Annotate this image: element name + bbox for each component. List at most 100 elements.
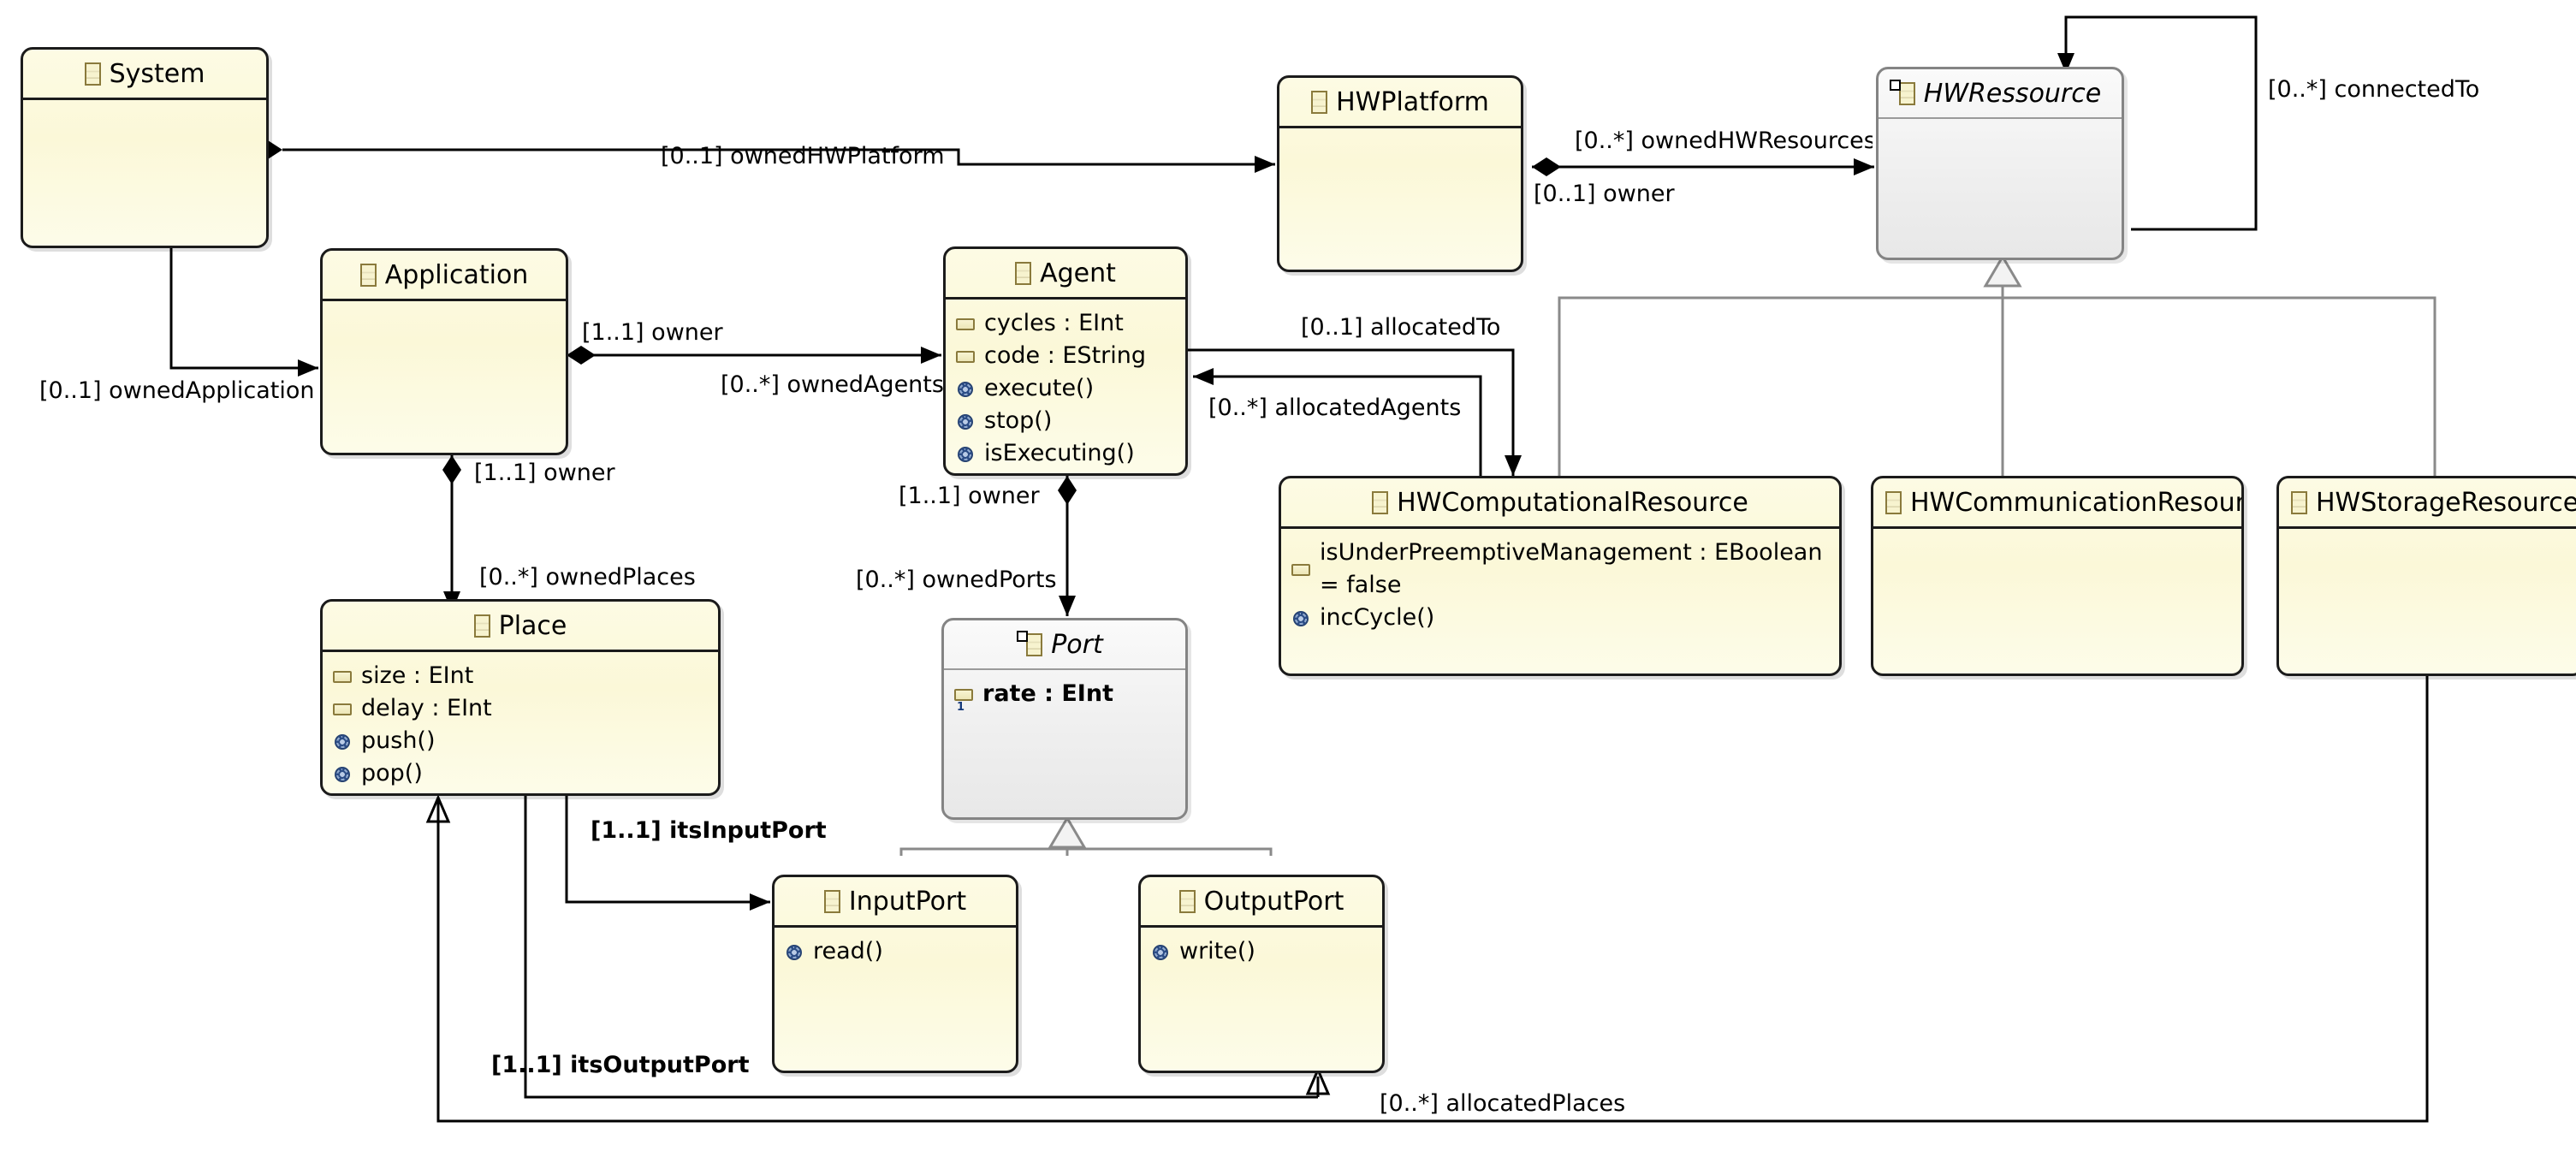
edge-owned-hw-resources — [1532, 157, 1874, 176]
class-box-hwcomputationalresource[interactable]: HWComputationalResource isUnderPreemptiv… — [1279, 476, 1842, 676]
class-body-hwcommunicationresource — [1873, 529, 2241, 537]
class-name-outputport: OutputPort — [1203, 886, 1344, 917]
label-host-connected-to: [0..*] connectedTo — [2268, 77, 2576, 106]
class-name-port: Port — [1051, 629, 1103, 660]
class-icon — [1889, 79, 1915, 105]
attribute-label: delay : EInt — [361, 695, 492, 721]
operation-row: isExecuting() — [946, 437, 1185, 470]
edge-owned-agents — [567, 346, 941, 365]
class-box-agent[interactable]: Agent cycles : EInt code : EString execu… — [943, 246, 1188, 476]
class-box-hwcommunicationresource[interactable]: HWCommunicationResource — [1871, 476, 2244, 676]
class-icon — [1017, 630, 1043, 656]
class-body-place: size : EInt delay : EInt push() pop() — [323, 652, 718, 790]
edge-label-allocated-agents: [0..*] allocatedAgents — [1208, 395, 1462, 421]
label-host-allocated-places: [0..*] allocatedPlaces — [1380, 1091, 1636, 1120]
attribute-row: isUnderPreemptiveManagement : EBoolean =… — [1281, 537, 1839, 602]
class-name-hwressource: HWRessource — [1923, 78, 2102, 109]
operation-row: read() — [775, 935, 1016, 968]
class-icon — [359, 263, 377, 287]
attribute-multiplicity-marker: 1 — [957, 701, 965, 710]
attribute-icon — [1291, 564, 1310, 576]
edge-its-input-port — [565, 796, 770, 911]
operation-icon — [1151, 943, 1170, 962]
operation-row: incCycle() — [1281, 602, 1839, 634]
attribute-row: size : EInt — [323, 660, 718, 692]
class-box-port[interactable]: Port 1 rate : EInt — [941, 618, 1188, 820]
operation-icon — [956, 445, 975, 464]
attribute-icon — [333, 671, 352, 683]
class-name-hwcomputationalresource: HWComputationalResource — [1397, 487, 1748, 518]
class-box-hwplatform[interactable]: HWPlatform — [1277, 75, 1523, 272]
class-body-hwstorageresource — [2279, 529, 2576, 537]
class-box-place[interactable]: Place size : EInt delay : EInt push() po… — [320, 599, 721, 796]
label-host-owned-ports: [0..*] ownedPorts — [856, 567, 1068, 596]
class-icon — [1372, 490, 1389, 514]
attribute-label: rate : EInt — [982, 680, 1113, 707]
edge-label-owner-place: [1..1] owner — [474, 460, 615, 486]
class-box-hwressource[interactable]: HWRessource — [1876, 67, 2124, 260]
class-title-system: System — [23, 50, 266, 100]
operation-icon — [333, 765, 352, 784]
class-title-outputport: OutputPort — [1141, 877, 1382, 928]
edge-label-connected-to: [0..*] connectedTo — [2268, 77, 2480, 103]
class-body-inputport: read() — [775, 928, 1016, 968]
attribute-row: cycles : EInt — [946, 307, 1185, 340]
attribute-label: size : EInt — [361, 662, 474, 689]
label-host-owned-agents: [0..*] ownedAgents — [721, 372, 943, 401]
operation-icon — [785, 943, 804, 962]
label-host-owned-hw-platform: [0..1] ownedHWPlatform — [661, 144, 952, 173]
class-body-hwressource — [1879, 119, 2122, 127]
class-body-agent: cycles : EInt code : EString execute() s… — [946, 300, 1185, 470]
class-title-hwressource: HWRessource — [1879, 69, 2122, 119]
class-icon — [1311, 90, 1328, 114]
attribute-icon — [956, 318, 975, 330]
attribute-icon — [333, 703, 352, 715]
edge-label-owned-agents: [0..*] ownedAgents — [721, 372, 943, 398]
class-name-hwplatform: HWPlatform — [1336, 86, 1489, 117]
class-body-hwplatform — [1279, 128, 1521, 136]
attribute-row: delay : EInt — [323, 692, 718, 725]
abstract-badge-icon — [1017, 630, 1029, 642]
class-box-hwstorageresource[interactable]: HWStorageResource — [2276, 476, 2576, 676]
operation-label: incCycle() — [1320, 604, 1435, 631]
edge-owned-places — [442, 455, 461, 612]
class-body-outputport: write() — [1141, 928, 1382, 968]
operation-row: stop() — [946, 405, 1185, 437]
attribute-row: 1 rate : EInt — [944, 678, 1185, 710]
edge-label-allocated-places: [0..*] allocatedPlaces — [1380, 1091, 1626, 1117]
edge-label-allocated-to: [0..1] allocatedTo — [1301, 315, 1501, 341]
operation-label: push() — [361, 727, 436, 754]
class-body-system — [23, 100, 266, 108]
class-title-application: Application — [323, 251, 566, 301]
edge-generalization-port — [899, 846, 1273, 856]
operation-icon — [333, 733, 352, 751]
class-box-application[interactable]: Application — [320, 248, 568, 455]
edge-label-owned-hw-platform: [0..1] ownedHWPlatform — [661, 144, 945, 169]
edge-label-owner-application: [1..1] owner — [582, 319, 723, 346]
class-name-hwcommunicationresource: HWCommunicationResource — [1910, 487, 2244, 518]
class-title-port: Port — [944, 620, 1185, 670]
attribute-label: cycles : EInt — [984, 310, 1124, 336]
class-title-inputport: InputPort — [775, 877, 1016, 928]
operation-label: pop() — [361, 760, 423, 786]
class-name-hwstorageresource: HWStorageResource — [2316, 487, 2576, 518]
label-host-allocated-to: [0..1] allocatedTo — [1301, 315, 1523, 344]
class-name-inputport: InputPort — [848, 886, 967, 917]
class-box-outputport[interactable]: OutputPort write() — [1138, 875, 1385, 1073]
operation-label: isExecuting() — [984, 440, 1135, 466]
triangle-hwressource — [1983, 254, 2022, 288]
operation-label: stop() — [984, 407, 1053, 434]
edge-label-owned-application: [0..1] ownedApplication — [39, 378, 315, 404]
attribute-row: code : EString — [946, 340, 1185, 372]
attribute-default-value: = false — [1320, 572, 1402, 598]
class-box-inputport[interactable]: InputPort read() — [772, 875, 1018, 1073]
class-title-place: Place — [323, 602, 718, 652]
class-title-hwplatform: HWPlatform — [1279, 78, 1521, 128]
operation-label: write() — [1179, 938, 1255, 964]
class-name-application: Application — [384, 259, 529, 290]
class-title-hwstorageresource: HWStorageResource — [2279, 478, 2576, 529]
edge-label-its-input-port: [1..1] itsInputPort — [591, 817, 827, 844]
operation-row: push() — [323, 725, 718, 757]
class-box-system[interactable]: System — [21, 47, 269, 248]
class-icon — [1178, 889, 1196, 913]
